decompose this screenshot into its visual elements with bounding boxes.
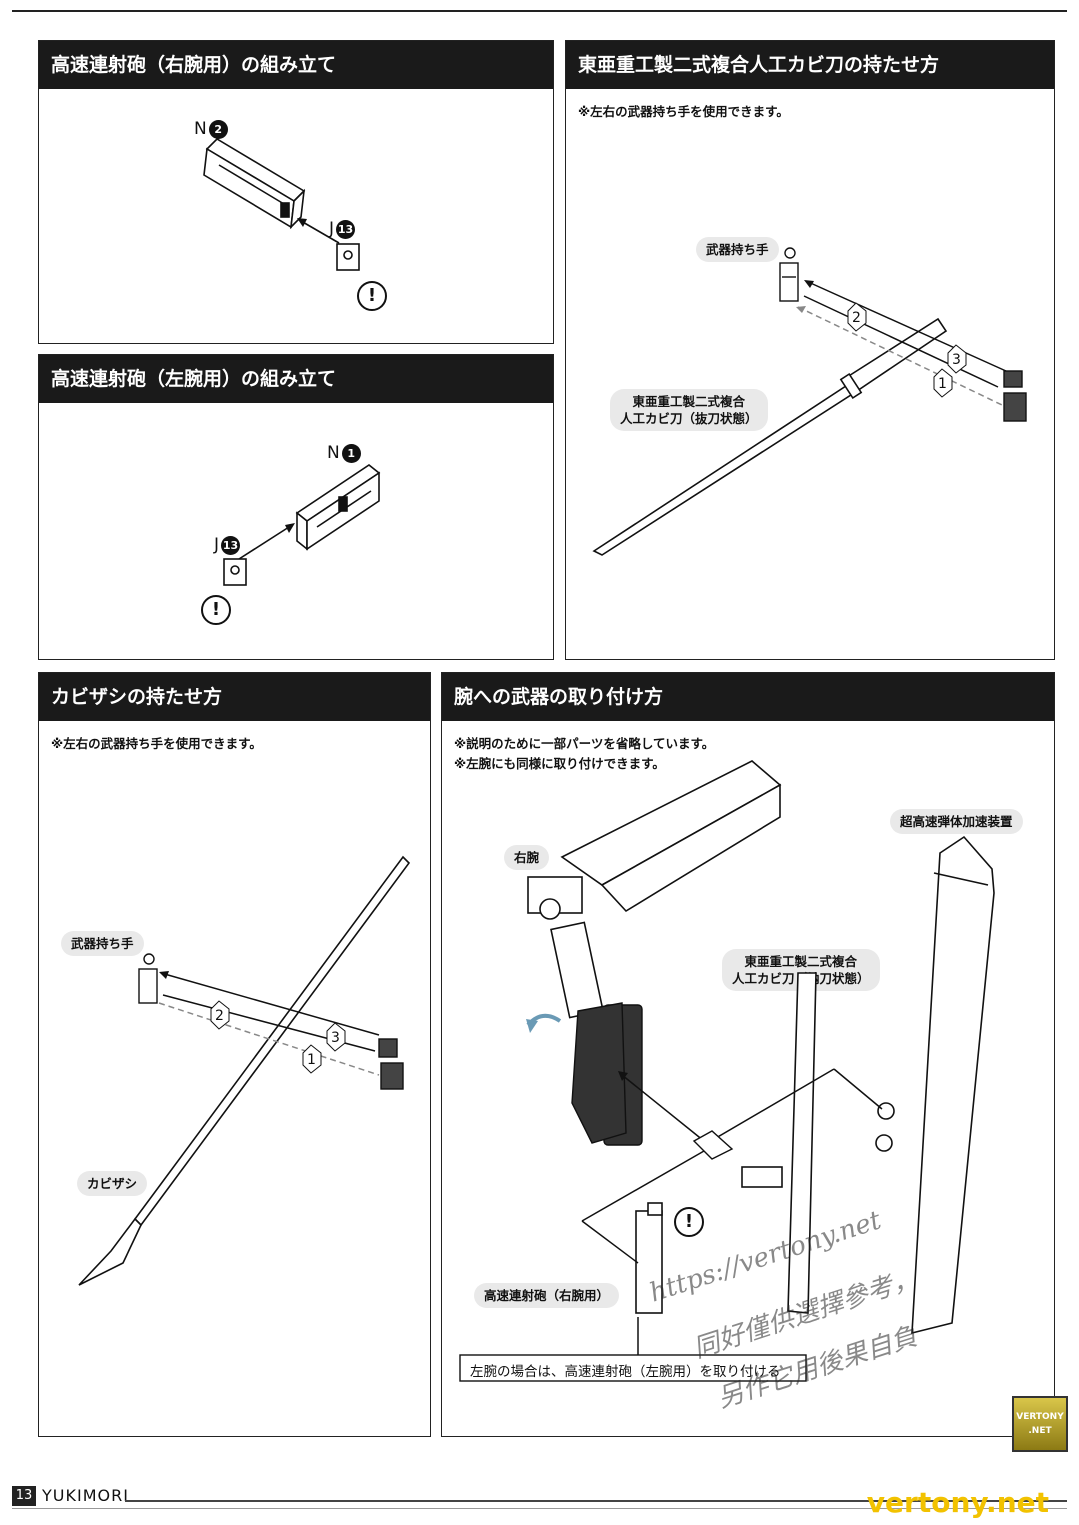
logo-text: VERTONY: [1016, 1412, 1064, 1422]
panel-sword-holding: 東亜重工製二式複合人工カビ刀の持たせ方 ※左右の武器持ち手を使用できます。 武器…: [565, 40, 1055, 660]
part-number-badge: 13: [336, 219, 356, 239]
panel-title: 腕への武器の取り付け方: [442, 673, 1054, 721]
watermark-site: vertony.net: [866, 1486, 1049, 1519]
top-rule: [12, 10, 1067, 12]
part-letter: N: [327, 443, 340, 463]
panel-title: 東亜重工製二式複合人工カビ刀の持たせ方: [566, 41, 1054, 89]
logo-text: .NET: [1028, 1426, 1052, 1436]
brand-name: YUKIMORI: [42, 1486, 129, 1505]
panel-arm-weapon-attach: 腕への武器の取り付け方 ※説明のために一部パーツを省略しています。 ※左腕にも同…: [441, 672, 1055, 1437]
page-number: 13: [12, 1486, 36, 1506]
gun-barrel-left-drawing: [223, 464, 381, 586]
part-letter: J: [214, 535, 220, 555]
panel-title: 高速連射砲（右腕用）の組み立て: [39, 41, 553, 89]
tag-right-gun: 高速連射砲（右腕用）: [474, 1283, 620, 1308]
panel-note-2: ※左腕にも同様に取り付けできます。: [454, 756, 665, 771]
part-number-badge: 13: [221, 535, 241, 555]
warning-icon: !: [201, 595, 231, 625]
step-2: 2: [215, 1008, 224, 1024]
step-3: 3: [952, 352, 961, 368]
step-1: 1: [938, 376, 947, 392]
step-3: 3: [331, 1030, 340, 1046]
tag-spear: カビザシ: [77, 1171, 148, 1196]
panel-note: ※左右の武器持ち手を使用できます。: [51, 736, 262, 751]
warning-icon: !: [357, 281, 387, 311]
tag-weapon-hand: 武器持ち手: [696, 237, 779, 262]
callout-left-arm: 左腕の場合は、高速連射砲（左腕用）を取り付ける: [470, 1364, 781, 1380]
tag-line: 東亜重工製二式複合: [632, 394, 746, 409]
panel-title: 高速連射砲（左腕用）の組み立て: [39, 355, 553, 403]
panel-note-1: ※説明のために一部パーツを省略しています。: [454, 736, 715, 751]
panel-spear-holding: カビザシの持たせ方 ※左右の武器持ち手を使用できます。 武器持ち手 カビザシ 2…: [38, 672, 431, 1437]
part-letter: J: [329, 219, 335, 239]
tag-weapon-hand: 武器持ち手: [61, 931, 144, 956]
vertony-logo: VERTONY .NET: [1012, 1396, 1068, 1452]
sword-drawing: 2 3 1: [592, 247, 1027, 556]
tag-accelerator: 超高速弾体加速装置: [890, 809, 1023, 834]
tag-right-arm: 右腕: [504, 845, 550, 870]
footer-rule-thin: [12, 1508, 1067, 1509]
tag-line: 東亜重工製二式複合: [744, 954, 858, 969]
part-letter: N: [194, 119, 207, 139]
gun-barrel-right-drawing: [203, 137, 360, 271]
tag-line: 人工カビ刀（抜刀状態）: [620, 411, 758, 426]
panel-title: カビザシの持たせ方: [39, 673, 430, 721]
arm-assembly-drawing: [459, 760, 995, 1382]
step-1: 1: [307, 1052, 316, 1068]
panel-note: ※左右の武器持ち手を使用できます。: [578, 104, 789, 119]
step-2: 2: [852, 310, 861, 326]
part-number-badge: 2: [208, 119, 228, 139]
spear-drawing: 2 3 1: [78, 855, 411, 1286]
warning-icon: !: [674, 1207, 704, 1237]
footer-rule: [125, 1500, 1067, 1502]
tag-sword-drawn: 東亜重工製二式複合 人工カビ刀（抜刀状態）: [610, 389, 768, 431]
part-number-badge: 1: [341, 443, 361, 463]
